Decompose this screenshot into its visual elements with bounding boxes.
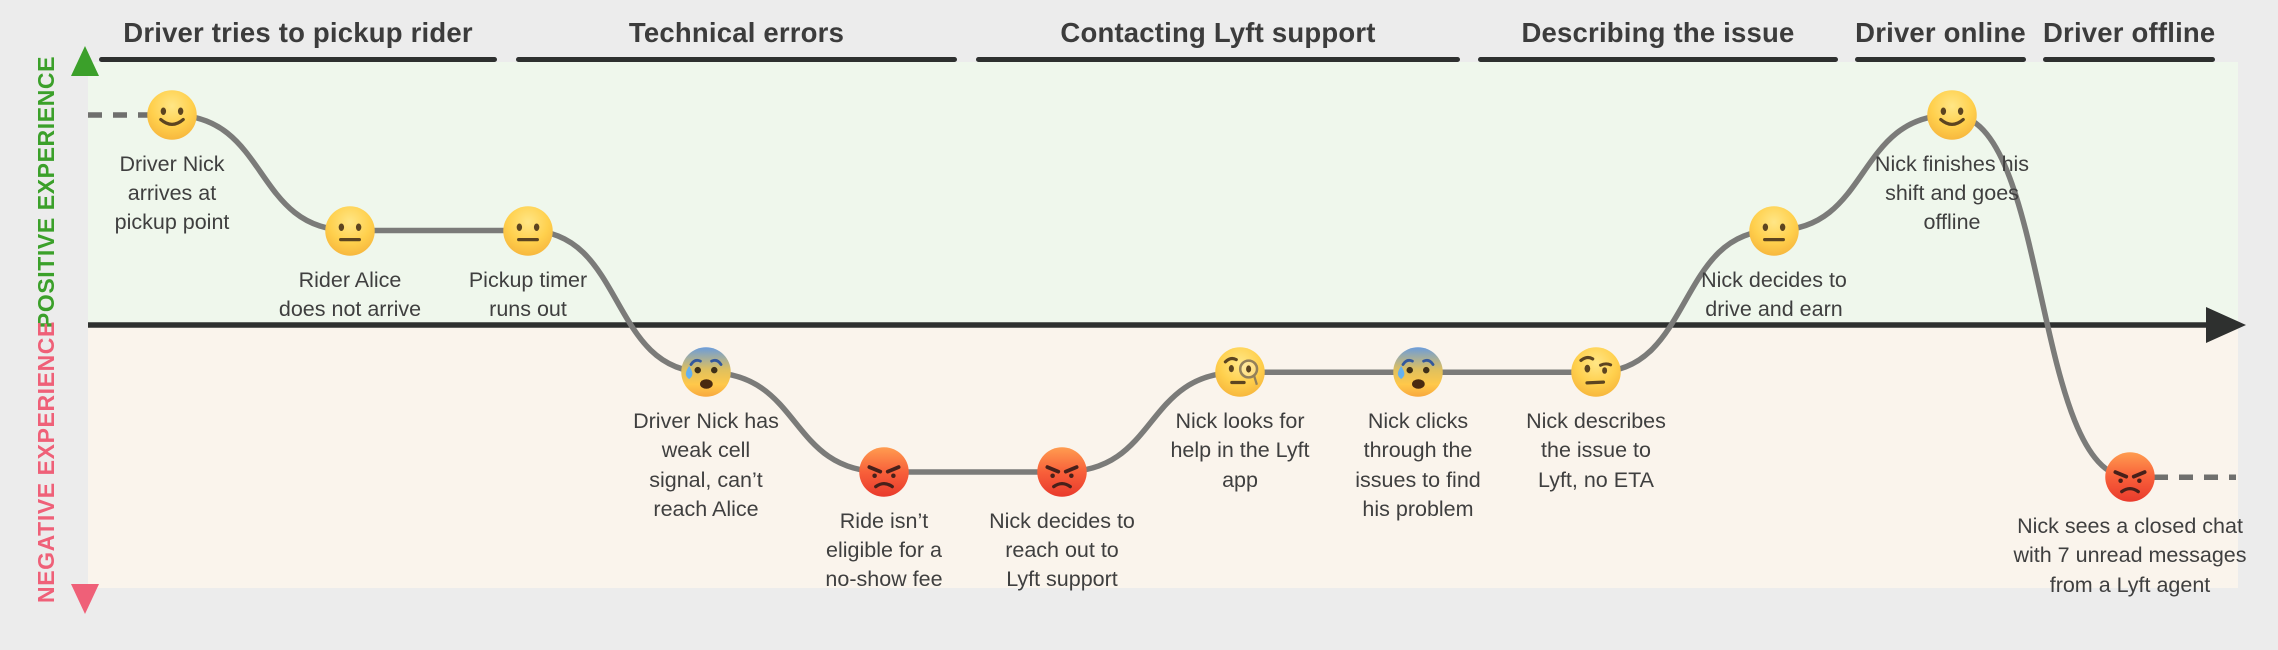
journey-point-caption: Nick decides to drive and earn: [1701, 267, 1847, 321]
journey-point-caption: Nick clicks through the issues to find h…: [1355, 409, 1481, 521]
phase-underline: [516, 57, 957, 62]
slightly-smiling-face-icon: [1925, 88, 1979, 142]
phase-underline: [1478, 57, 1838, 62]
journey-point-10: Nick decides to drive and earn: [1701, 204, 1847, 321]
neutral-face-icon: [1747, 204, 1801, 258]
journey-point-caption: Rider Alice does not arrive: [278, 267, 422, 321]
journey-point-2: Rider Alice does not arrive: [279, 204, 421, 321]
phase-title: Driver tries to pickup rider: [123, 17, 473, 48]
negative-axis-label: NEGATIVE EXPERIENCE: [33, 321, 59, 603]
journey-point-5: Ride isn’t eligible for a no-show fee: [825, 445, 943, 591]
journey-point-8: Nick clicks through the issues to find h…: [1355, 345, 1481, 521]
face-with-raised-eyebrow-icon: [1569, 345, 1623, 399]
phase-underline: [1855, 57, 2026, 62]
phase-header-5: Driver online: [1855, 0, 2026, 62]
journey-point-caption: Driver Nick arrives at pickup point: [114, 152, 230, 235]
phase-header-3: Contacting Lyft support: [976, 0, 1460, 62]
journey-point-12: Nick sees a closed chat with 7 unread me…: [2013, 450, 2247, 597]
phase-title: Driver offline: [2043, 17, 2216, 48]
phase-underline: [976, 57, 1460, 62]
journey-point-caption: Nick describes the issue to Lyft, no ETA: [1526, 409, 1666, 492]
journey-point-caption: Ride isn’t eligible for a no-show fee: [825, 509, 943, 592]
journey-point-11: Nick finishes his shift and goes offline: [1875, 88, 2029, 234]
journey-point-3: Pickup timer runs out: [469, 204, 587, 321]
journey-point-caption: Driver Nick has weak cell signal, can’t …: [633, 409, 779, 521]
journey-point-1: Driver Nick arrives at pickup point: [115, 88, 229, 234]
journey-point-caption: Nick decides to reach out to Lyft suppor…: [989, 509, 1135, 592]
phase-title: Describing the issue: [1521, 17, 1795, 48]
neutral-face-icon: [323, 204, 377, 258]
enraged-face-icon: [857, 445, 911, 499]
phase-underline: [99, 57, 497, 62]
phase-header-6: Driver offline: [2043, 0, 2215, 62]
enraged-face-icon: [2103, 450, 2157, 504]
enraged-face-icon: [1035, 445, 1089, 499]
journey-point-caption: Pickup timer runs out: [468, 267, 588, 321]
phase-header-2: Technical errors: [516, 0, 957, 62]
journey-point-caption: Nick finishes his shift and goes offline: [1874, 152, 2030, 235]
journey-point-7: Nick looks for help in the Lyft app: [1170, 345, 1310, 492]
phase-title: Technical errors: [628, 17, 845, 48]
phase-header-4: Describing the issue: [1478, 0, 1838, 62]
phase-title: Contacting Lyft support: [1060, 17, 1376, 48]
phase-underline: [2043, 57, 2215, 62]
journey-point-9: Nick describes the issue to Lyft, no ETA: [1526, 345, 1666, 492]
journey-point-4: Driver Nick has weak cell signal, can’t …: [633, 345, 779, 521]
journey-point-caption: Nick looks for help in the Lyft app: [1170, 409, 1310, 492]
negative-arrowhead-icon: [71, 584, 99, 614]
phase-title: Driver online: [1855, 17, 2026, 48]
phase-header-1: Driver tries to pickup rider: [99, 0, 497, 62]
chart-area: [88, 62, 2238, 588]
slightly-smiling-face-icon: [145, 88, 199, 142]
journey-point-caption: Nick sees a closed chat with 7 unread me…: [2013, 514, 2247, 597]
face-with-monocle-icon: [1213, 345, 1267, 399]
anxious-face-with-sweat-icon: [679, 345, 733, 399]
journey-point-6: Nick decides to reach out to Lyft suppor…: [989, 445, 1135, 591]
neutral-face-icon: [501, 204, 555, 258]
anxious-face-with-sweat-icon: [1391, 345, 1445, 399]
